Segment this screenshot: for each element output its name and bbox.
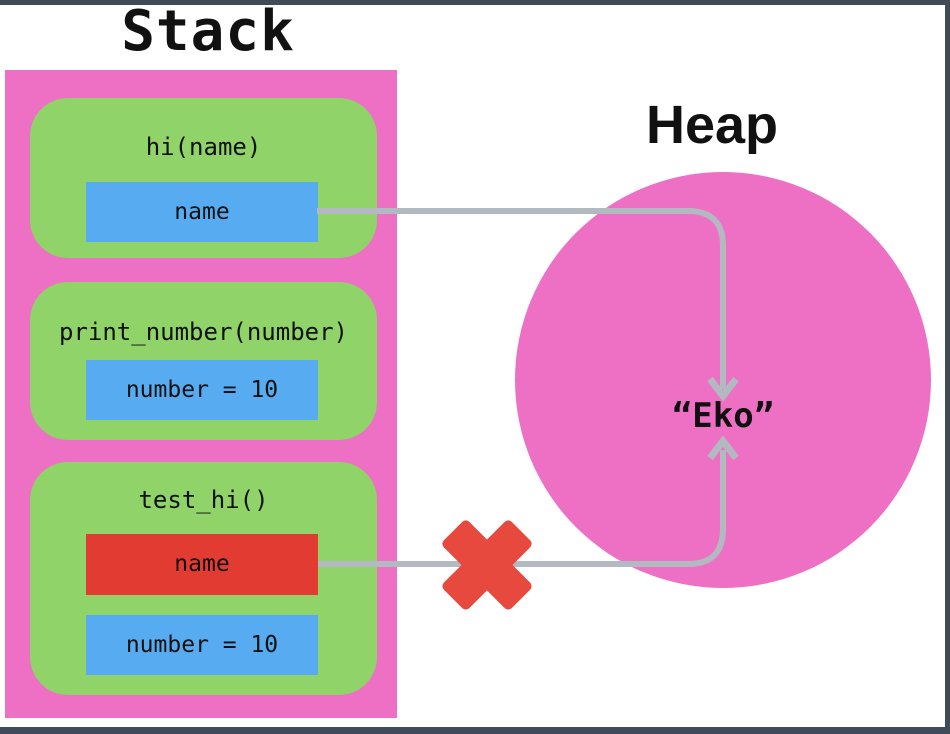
var-box-number: number = 10	[86, 615, 318, 675]
stack-frame-print-number: print_number(number) number = 10	[30, 282, 377, 440]
var-box-name-live: name	[86, 182, 318, 242]
window-border-right	[945, 0, 950, 734]
stack-frame-title: hi(name)	[145, 133, 262, 161]
heap-title: Heap	[645, 95, 779, 155]
window-border-bottom	[0, 727, 950, 734]
stack-panel: hi(name) name print_number(number) numbe…	[5, 70, 397, 718]
stack-frame-title: test_hi()	[138, 486, 269, 514]
stack-title: Stack	[121, 0, 295, 64]
stack-frame-hi: hi(name) name	[30, 98, 377, 258]
window-border-top	[0, 0, 950, 5]
var-box-name-dead: name	[86, 534, 318, 595]
stack-frame-title: print_number(number)	[59, 318, 348, 346]
heap-object-label: “Eko”	[671, 396, 775, 436]
var-box-number: number = 10	[86, 360, 318, 420]
stack-frame-test-hi: test_hi() name number = 10	[30, 462, 377, 695]
heap-circle	[515, 172, 931, 588]
x-cross-icon	[442, 520, 532, 610]
